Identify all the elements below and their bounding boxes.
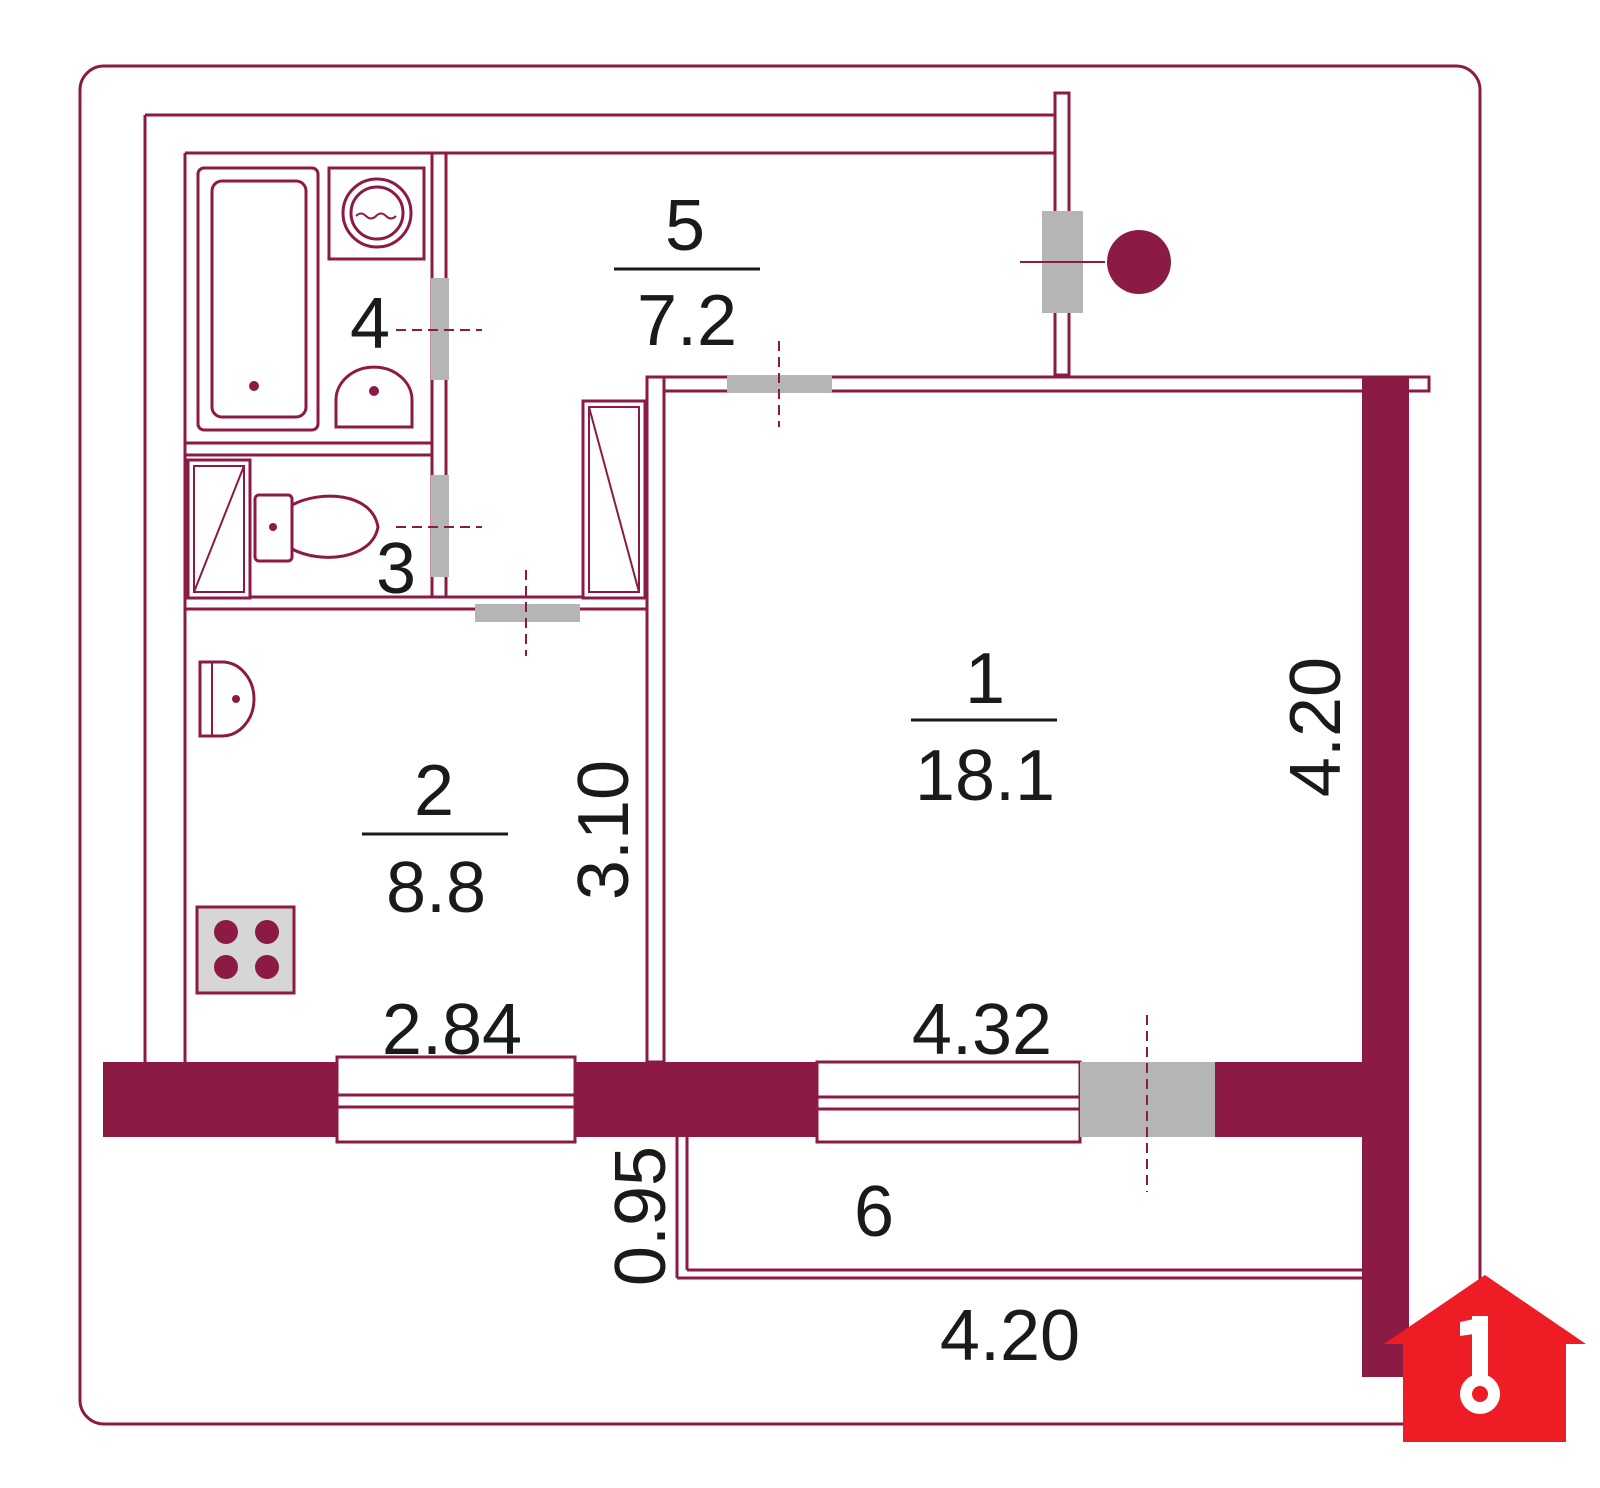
room1-area: 18.1	[915, 736, 1055, 816]
window-kitchen	[335, 1055, 577, 1144]
sink-icon	[334, 365, 414, 429]
kitchen-sink-icon	[198, 660, 256, 738]
window-kitchen-pane	[337, 1093, 575, 1109]
bearing-wall-right	[1362, 377, 1409, 1377]
room3-number: 3	[376, 529, 416, 609]
house-key-logo	[1384, 1275, 1586, 1442]
bathtub-icon	[196, 166, 320, 432]
stove-icon	[195, 905, 296, 995]
door-bath	[431, 278, 449, 380]
window-room1-pane	[817, 1095, 1080, 1111]
room1-number: 1	[965, 639, 1005, 719]
door-kitchen	[475, 604, 580, 622]
wc-cabinet	[186, 458, 252, 600]
dim-kitchen-width: 2.84	[382, 990, 522, 1070]
room2-area: 8.8	[386, 848, 486, 928]
room2-number: 2	[414, 751, 454, 831]
washing-machine-icon	[327, 166, 426, 261]
window-room1	[815, 1060, 1082, 1144]
wall-bath-wc	[183, 441, 434, 457]
room6-number: 6	[854, 1172, 894, 1252]
doors	[431, 211, 1215, 1137]
riser-icon	[1107, 230, 1171, 294]
toilet-icon	[253, 493, 380, 563]
windows	[335, 1055, 1082, 1144]
room4-number: 4	[350, 284, 390, 364]
hall-cabinet	[581, 399, 647, 600]
dim-balcony-depth: 0.95	[601, 1146, 681, 1286]
room-labels: 5 7.2 4 3 1 18.1 2 8.8 6	[350, 186, 1057, 1252]
room5-area: 7.2	[637, 281, 737, 361]
plan-frame	[78, 64, 1482, 1426]
door-wc	[431, 475, 449, 577]
dim-room1-depth: 4.20	[1276, 657, 1356, 797]
door-markers	[396, 261, 1148, 1192]
door-room1	[727, 375, 832, 393]
dim-kitchen-depth: 3.10	[564, 760, 644, 900]
dim-balcony-width: 4.20	[940, 1296, 1080, 1376]
walls	[143, 91, 1431, 1280]
dimension-labels: 2.84 4.32 4.20 3.10 4.20 0.95	[382, 657, 1356, 1376]
room5-number: 5	[665, 186, 705, 266]
wall-kitchen-room1	[645, 375, 666, 1064]
dim-room1-width: 4.32	[912, 990, 1052, 1070]
